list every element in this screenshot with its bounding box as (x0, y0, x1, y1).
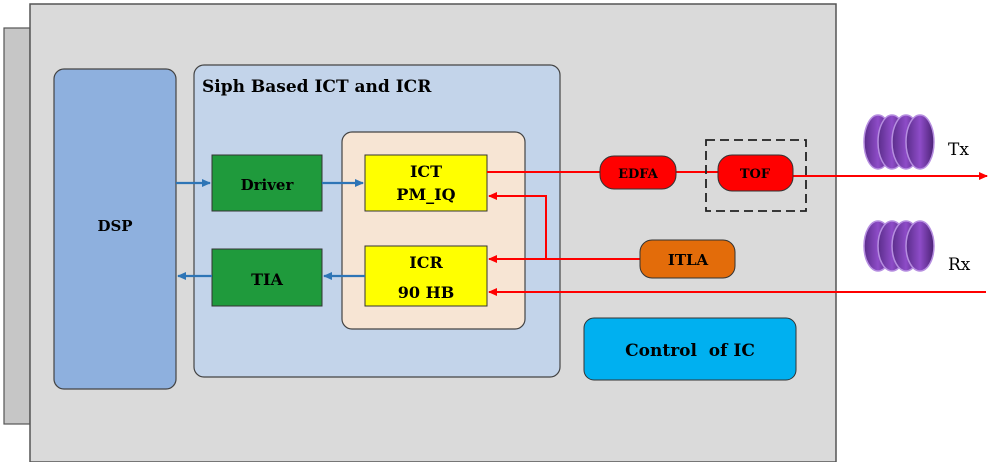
itla-to-ict-arrow (488, 192, 547, 259)
siph-title: Siph Based ICT and ICR (202, 77, 432, 97)
control-ic-label: Control of IC (625, 341, 755, 361)
tof-dashed-box (705, 139, 807, 212)
rx-label: Rx (948, 255, 971, 275)
ict-label-line1: ICT (410, 162, 442, 181)
rx-fiber-spool-icon (863, 220, 935, 272)
edfa-block (599, 155, 677, 190)
control-ic-block (583, 317, 797, 381)
side-rail (3, 27, 31, 425)
tx-label: Tx (948, 140, 969, 160)
ict-label-line2: PM_IQ (396, 185, 455, 204)
ict-block (364, 154, 488, 212)
icr-label-line1: ICR (409, 253, 443, 272)
tof-label: TOF (740, 167, 771, 182)
tof-block (717, 154, 794, 192)
itla-label: ITLA (668, 251, 709, 269)
tx-fiber-spool-icon (863, 114, 935, 170)
tia-block (211, 248, 323, 307)
itla-block (639, 239, 736, 279)
driver-block (211, 154, 323, 212)
edfa-label: EDFA (618, 167, 659, 182)
dsp-label: DSP (97, 217, 132, 235)
tia-label: TIA (251, 270, 283, 289)
driver-label: Driver (241, 176, 295, 194)
icr-label-line2: 90 HB (398, 283, 454, 302)
dsp-block (53, 68, 177, 390)
icr-block (364, 245, 488, 307)
